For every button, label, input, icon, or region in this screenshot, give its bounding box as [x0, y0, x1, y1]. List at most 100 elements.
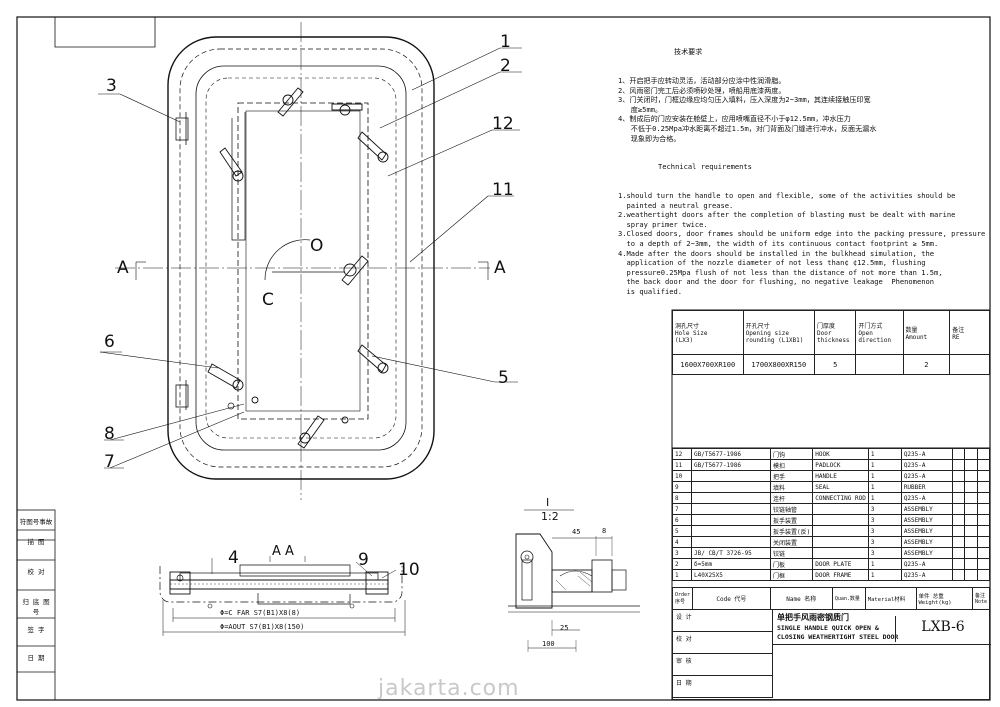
- part-cell: [691, 492, 771, 504]
- req-cn-line: 不低于0.25Mpa冲水距离不超过1.5m，对门背面及门缝进行冲水，反面无漏水: [618, 123, 877, 133]
- part-cell: [691, 470, 771, 482]
- label-9: 9: [358, 550, 369, 570]
- part-cell-empty: [976, 492, 991, 504]
- part-cell-empty: [951, 514, 966, 526]
- part-cell: 11: [672, 459, 692, 471]
- req-cn-line: 4、制成后的门应安装在舱壁上，应用喷嘴直径不小于φ12.5mm，冲水压力: [618, 114, 851, 124]
- spec-header: 洞孔尺寸 Hole Size (LX3): [672, 310, 744, 355]
- req-cn-line: 现象即为合格。: [618, 133, 681, 143]
- part-cell: 模扣: [769, 459, 814, 471]
- part-cell: 把手: [769, 470, 814, 482]
- watermark: jakarta.com: [378, 676, 520, 701]
- spec-cell: [949, 354, 990, 375]
- part-cell-empty: [951, 448, 966, 460]
- req-en-line: is qualified.: [618, 287, 683, 297]
- hdr-name: Name 名称: [769, 587, 833, 610]
- label-c: C: [262, 290, 274, 310]
- part-cell: 连杆: [769, 492, 814, 504]
- part-cell: [812, 547, 869, 559]
- part-cell-empty: [976, 547, 991, 559]
- part-cell-empty: [951, 459, 966, 471]
- spec-header: 开孔尺寸 Opening size rounding (L1XB1): [742, 310, 816, 355]
- part-cell-empty: [964, 470, 978, 482]
- dim-25: 25: [560, 624, 569, 632]
- part-cell: [812, 536, 869, 548]
- part-cell-empty: [964, 514, 978, 526]
- label-1: 1: [500, 32, 511, 52]
- spec-header: 备注 RE: [949, 310, 990, 355]
- label-detail-scale: 1:2: [541, 510, 559, 523]
- part-cell: 门钩: [769, 448, 814, 460]
- part-cell: [812, 525, 869, 537]
- left-block-cell: 校 对: [27, 568, 45, 576]
- dim-inner: Φ=C FAR S7(B1)X8(8): [220, 609, 301, 617]
- spec-cell: 2: [902, 354, 951, 375]
- req-en-line: painted a neutral grease.: [618, 200, 734, 210]
- label-detail-i: I: [546, 496, 550, 509]
- door-front-view: [115, 22, 490, 500]
- part-cell: 1: [867, 558, 902, 570]
- part-cell: 12: [672, 448, 692, 460]
- part-cell-empty: [976, 569, 991, 581]
- title-en-2: CLOSING WEATHERTIGHT STEEL DOOR: [777, 633, 899, 641]
- leader-lines: [98, 47, 522, 469]
- req-en-line: to a depth of 2~3mm, the width of its co…: [618, 239, 939, 249]
- title-block-rows: 设 计校 对审 核日 期: [673, 610, 773, 699]
- title-block-row: 日 期: [673, 676, 773, 698]
- req-en-line: application of the nozzle diameter of no…: [618, 258, 926, 268]
- dim-outer: Φ=AOUT S7(B1)X8(150): [220, 623, 305, 631]
- part-cell: HANDLE: [812, 470, 869, 482]
- part-cell: 1: [867, 481, 902, 493]
- part-cell-empty: [951, 569, 966, 581]
- dim-8: 8: [602, 527, 607, 535]
- spec-header: 门厚度 Door thickness: [814, 310, 857, 355]
- part-cell: 3: [867, 525, 902, 537]
- part-cell-empty: [976, 525, 991, 537]
- part-cell-empty: [964, 558, 978, 570]
- part-cell-empty: [976, 481, 991, 493]
- req-en-line: the back door and the door for flushing,…: [618, 277, 935, 287]
- left-block-cell: 符图号事故: [19, 518, 53, 526]
- part-cell: 1: [867, 569, 902, 581]
- part-cell: L40X25X5: [691, 569, 771, 581]
- part-cell: 1: [672, 569, 692, 581]
- spec-header: 数量 Amount: [902, 310, 951, 355]
- part-cell: 5: [672, 525, 692, 537]
- req-en-line: 1.should turn the handle to open and fle…: [618, 191, 956, 201]
- part-cell: ASSEMBLY: [900, 525, 953, 537]
- part-cell: 扳手装置: [769, 514, 814, 526]
- part-cell: 4: [672, 536, 692, 548]
- part-cell-empty: [951, 547, 966, 559]
- part-cell: 1: [867, 459, 902, 471]
- label-12: 12: [492, 114, 514, 134]
- left-block-grid: [16, 509, 56, 701]
- label-aa: A A: [272, 544, 294, 559]
- part-cell-empty: [976, 459, 991, 471]
- part-cell: CONNECTING ROD: [812, 492, 869, 504]
- left-block-cell: 日 期: [27, 654, 45, 662]
- part-cell-empty: [976, 470, 991, 482]
- part-cell: Q235-A: [900, 470, 953, 482]
- part-cell: [812, 503, 869, 515]
- label-7: 7: [104, 452, 115, 472]
- part-cell-empty: [951, 503, 966, 515]
- part-cell: 铰链轴管: [769, 503, 814, 515]
- part-cell: [812, 514, 869, 526]
- part-cell-empty: [976, 503, 991, 515]
- dim-45: 45: [572, 528, 581, 536]
- part-cell: [691, 503, 771, 515]
- title-divider: [773, 644, 991, 645]
- part-cell: 关闭装置: [769, 536, 814, 548]
- title-block-row: 审 核: [673, 654, 773, 676]
- part-cell-empty: [951, 536, 966, 548]
- part-cell: SEAL: [812, 481, 869, 493]
- part-cell: 3: [867, 503, 902, 515]
- detail-view-i: [508, 509, 640, 652]
